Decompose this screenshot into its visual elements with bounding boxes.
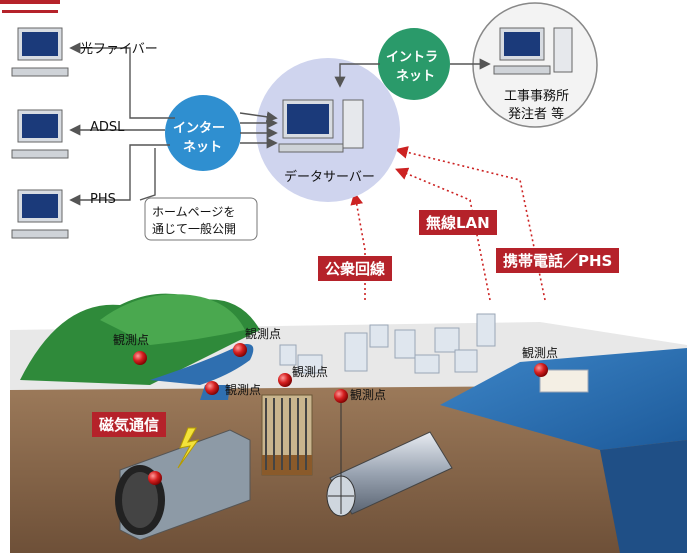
obs-label-6: 観測点 [522, 346, 559, 360]
pipe [326, 431, 453, 517]
obs-label-4: 観測点 [292, 365, 329, 379]
label-wireless-lan: 無線LAN [419, 210, 497, 235]
homepage-note-line2: 通じて一般公開 [152, 222, 237, 236]
obs-label-2: 観測点 [245, 327, 282, 341]
internet-label-line2: ネット [183, 140, 223, 155]
internet-bubble [165, 95, 241, 171]
obs-label-3: 観測点 [225, 383, 262, 397]
label-mobile-phs: 携帯電話／PHS [496, 248, 620, 273]
obs-label-1: 観測点 [113, 333, 150, 347]
sensor-points [133, 343, 548, 485]
corner-fragment [0, 0, 60, 13]
lightning-icon [177, 427, 200, 469]
internet-label-line1: インター [173, 121, 226, 136]
buildings [279, 313, 589, 393]
intranet-label-line1: イントラ [386, 50, 439, 65]
homepage-note-line1: ホームページを [152, 205, 236, 219]
network-lines [69, 42, 491, 206]
label-public-line: 公衆回線 [318, 256, 393, 281]
client-label-adsl: ADSL [90, 120, 125, 135]
homepage-note-box [144, 197, 258, 241]
obs-label-5: 観測点 [350, 388, 387, 402]
client-label-phs: PHS [90, 192, 116, 207]
computer-icons [11, 27, 573, 239]
office-label-line1: 工事事務所 [504, 89, 570, 104]
intranet-bubble [378, 28, 450, 100]
intranet-label-line2: ネット [396, 69, 436, 84]
office-label-line2: 発注者 等 [508, 107, 565, 122]
pile-structure [261, 394, 313, 476]
label-magnetic: 磁気通信 [92, 412, 167, 437]
client-label-fiber: 光ファイバー [80, 42, 158, 57]
server-label: データサーバー [284, 170, 375, 185]
